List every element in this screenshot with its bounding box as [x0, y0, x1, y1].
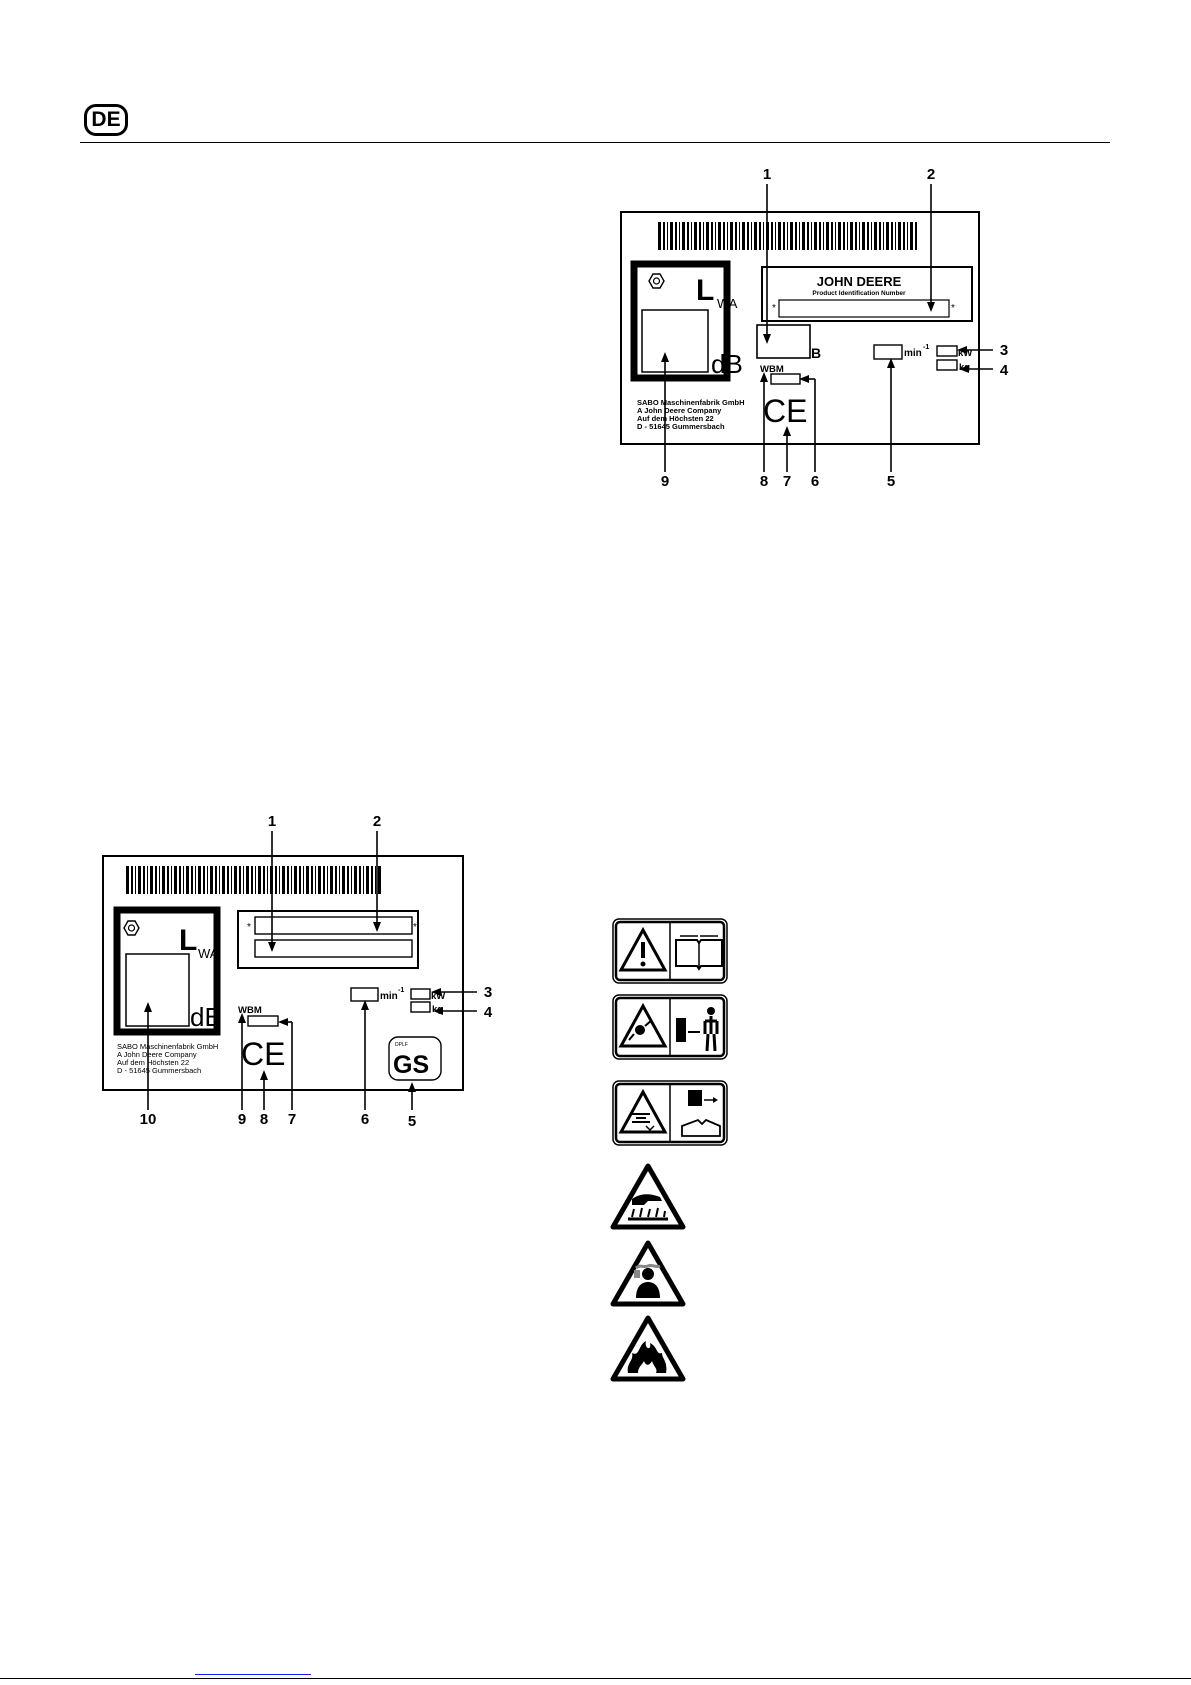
rpm-unit-a: min [904, 348, 922, 359]
callout-b-3: 3 [484, 984, 492, 1001]
manufacturer-b-1: SABO Maschinenfabrik GmbH [117, 1042, 218, 1051]
callout-b-10: 10 [140, 1111, 157, 1128]
fire-hazard-icon [610, 1315, 686, 1382]
manufacturer-a-1: SABO Maschinenfabrik GmbH [637, 398, 745, 407]
rpm-exp-b: -1 [398, 987, 404, 994]
sound-sub-b: WA [198, 946, 219, 961]
callout-a-9: 9 [661, 473, 669, 490]
rpm-unit-b: min [380, 991, 398, 1002]
toxic-fumes-icon [610, 1240, 686, 1307]
language-badge: DE [84, 104, 128, 136]
warning-read-manual-icon [612, 918, 728, 984]
callout-a-3: 3 [1000, 342, 1008, 359]
callout-b-1: 1 [268, 813, 276, 830]
b-unit-a: B [811, 345, 821, 361]
callout-b-7: 7 [288, 1111, 296, 1128]
header-rule [80, 142, 1110, 143]
sound-icon-b [123, 920, 140, 936]
sound-symbol-b: L [179, 924, 197, 957]
callout-b-8: 8 [260, 1111, 268, 1128]
callout-b-6: 6 [361, 1111, 369, 1128]
svg-text:GS: GS [393, 1051, 429, 1079]
pin-label-a: Product Identification Number [812, 290, 906, 297]
warning-thrown-objects-icon [612, 994, 728, 1060]
callout-a-2: 2 [927, 166, 935, 183]
manufacturer-a-4: D - 51645 Gummersbach [637, 422, 725, 431]
callout-a-8: 8 [760, 473, 768, 490]
manufacturer-b-4: D - 51645 Gummersbach [117, 1066, 201, 1075]
ce-mark-b: CE [241, 1036, 285, 1072]
power-unit-a: kW [958, 348, 972, 359]
callout-b-4: 4 [484, 1004, 493, 1021]
gs-mark-icon: DPLF GS [388, 1036, 442, 1081]
warning-blade-disconnect-icon [612, 1080, 728, 1146]
asterisk-b2: * [413, 922, 417, 933]
sound-sub-a: WA [717, 296, 738, 311]
footer-link[interactable] [195, 1674, 311, 1675]
ce-mark-a: CE [763, 393, 807, 429]
manufacturer-b-3: Auf dem Höchsten 22 [117, 1058, 189, 1067]
sound-icon-a [648, 273, 665, 289]
callout-a-1: 1 [763, 166, 771, 183]
manufacturer-a-2: A John Deere Company [637, 406, 722, 415]
wbm-a: WBM [760, 364, 784, 375]
rating-plate-b: L WA dB * * WBM min -1 kW kg CE DPLF GS … [102, 813, 493, 1130]
callout-a-5: 5 [887, 473, 895, 490]
asterisk-a2: * [951, 303, 955, 314]
hot-surface-icon [610, 1163, 686, 1230]
callout-b-5: 5 [408, 1113, 416, 1130]
callout-b-9: 9 [238, 1111, 246, 1128]
callout-b-2: 2 [373, 813, 381, 830]
callout-a-6: 6 [811, 473, 819, 490]
manufacturer-a-3: Auf dem Höchsten 22 [637, 414, 714, 423]
callout-a-7: 7 [783, 473, 791, 490]
sound-unit-b: dB [190, 1002, 222, 1032]
rpm-exp-a: -1 [923, 344, 929, 351]
callout-a-4: 4 [1000, 362, 1009, 379]
power-unit-b: kW [431, 991, 445, 1002]
sound-unit-a: dB [711, 349, 743, 379]
asterisk-b1: * [247, 922, 251, 933]
wbm-b: WBM [238, 1005, 262, 1016]
svg-text:DPLF: DPLF [395, 1042, 408, 1048]
asterisk-a1: * [772, 303, 776, 314]
footer-rule [0, 1678, 1191, 1679]
brand-a: JOHN DEERE [817, 274, 902, 289]
rating-plate-a: L WA dB JOHN DEERE Product Identificatio… [620, 166, 1009, 490]
manufacturer-b-2: A John Deere Company [117, 1050, 197, 1059]
sound-symbol-a: L [696, 274, 714, 307]
